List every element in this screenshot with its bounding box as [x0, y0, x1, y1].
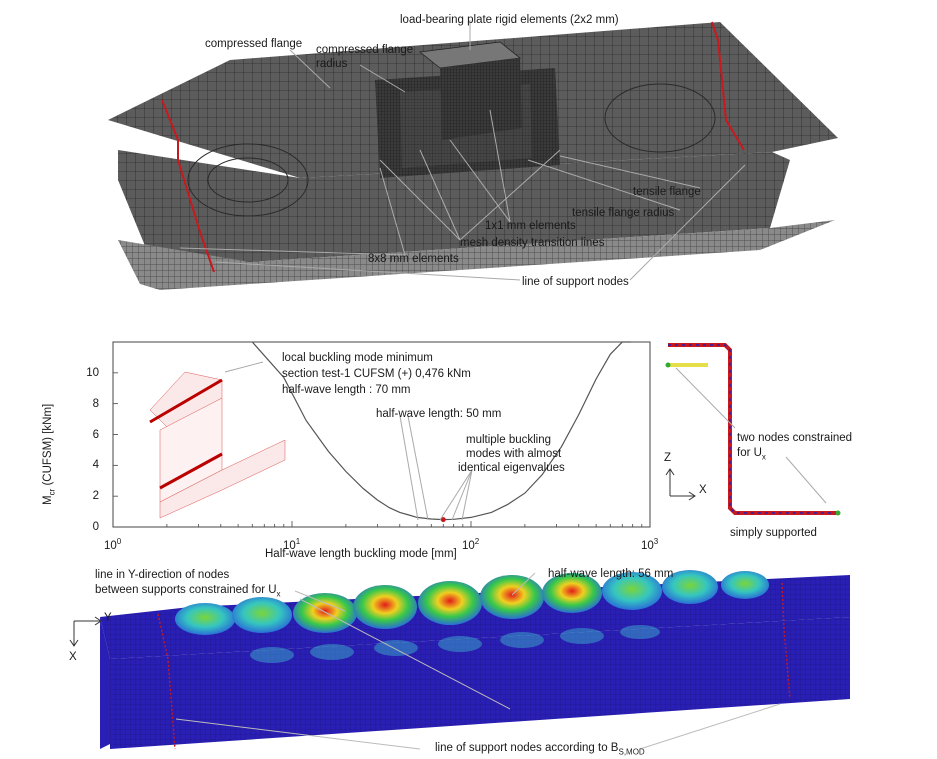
label-line-y-direction-2: between supports constrained for Ux — [95, 584, 281, 599]
support-node-left — [665, 362, 671, 368]
x-tick-label: 103 — [641, 537, 659, 552]
label-tensile-flange-radius: tensile flange radius — [572, 207, 675, 219]
axis-y-label-beam: Y — [104, 612, 112, 624]
beam-front-face — [110, 617, 850, 749]
fe-mesh-model — [108, 20, 838, 290]
axis-z-label: Z — [664, 452, 672, 464]
axis-x-label-section: X — [699, 484, 707, 496]
beam-top-face — [100, 575, 850, 659]
compressed-flange-surface — [118, 220, 835, 290]
axis-triad-section — [665, 468, 696, 501]
y-tick-label: 2 — [92, 490, 99, 503]
beam-web-face — [100, 617, 110, 749]
inset-red-bar-lower — [159, 452, 223, 490]
inset-red-bar-upper — [149, 378, 223, 424]
label-two-nodes-2: for Ux — [737, 447, 766, 462]
axis-triad-beam — [69, 616, 102, 647]
label-1x1-elements: 1x1 mm elements — [485, 220, 576, 232]
support-line-right — [711, 21, 745, 151]
label-tensile-flange: tensile flange — [633, 186, 701, 198]
web-face — [118, 150, 790, 262]
buckling-chart — [112, 341, 651, 528]
support-node-right — [835, 510, 841, 516]
cross-section-diagram — [665, 343, 841, 516]
annotation-local-min-3: half-wave length : 70 mm — [282, 384, 411, 396]
label-compressed-flange-radius-line2: radius — [316, 58, 348, 70]
support-line-bottom-right — [781, 582, 791, 700]
label-mesh-transition-lines: mesh density transition lines — [460, 237, 605, 249]
label-compressed-flange-radius-line1: compressed flange — [316, 44, 414, 56]
label-support-nodes-top: line of support nodes — [522, 276, 629, 288]
label-hw56: half-wave length: 56 mm — [548, 568, 674, 580]
y-tick-label: 4 — [92, 459, 99, 472]
label-support-nodes-bmod: line of support nodes according to BS,MO… — [435, 742, 645, 757]
label-8x8-elements: 8x8 mm elements — [368, 253, 459, 265]
x-tick-label: 102 — [462, 537, 480, 552]
chart-ticks — [112, 372, 643, 528]
deformed-beam-model — [69, 570, 850, 750]
annotation-multi-3: identical eigenvalues — [458, 462, 565, 474]
buckling-waves — [175, 570, 769, 635]
annotation-local-min-2: section test-1 CUFSM (+) 0,476 kNm — [282, 368, 471, 380]
yellow-flange-segment — [668, 363, 708, 367]
y-tick-label: 0 — [92, 521, 99, 533]
label-load-bearing-plate: load-bearing plate rigid elements (2x2 m… — [400, 14, 619, 26]
annotation-multi-1: multiple buckling — [466, 434, 552, 446]
annotation-multi-2: modes with almost — [466, 448, 562, 460]
axis-x-label-beam: X — [69, 651, 77, 663]
label-compressed-flange: compressed flange — [205, 38, 303, 50]
y-tick-label: 8 — [92, 397, 99, 410]
x-tick-label: 101 — [283, 537, 301, 552]
chart-x-label: Half-wave length buckling mode [mm] — [265, 548, 457, 560]
annotation-hw50: half-wave length: 50 mm — [376, 408, 502, 420]
label-line-y-direction-1: line in Y-direction of nodes — [95, 569, 230, 581]
support-line-left — [161, 99, 215, 273]
annotation-local-min-1: local buckling mode minimum — [282, 352, 433, 364]
label-two-nodes-1: two nodes constrained — [737, 432, 853, 444]
minimum-marker — [440, 517, 446, 523]
y-tick-label: 10 — [86, 366, 99, 379]
label-simply-supported: simply supported — [730, 527, 817, 539]
y-tick-label: 6 — [92, 428, 99, 441]
x-tick-label: 100 — [104, 537, 122, 552]
